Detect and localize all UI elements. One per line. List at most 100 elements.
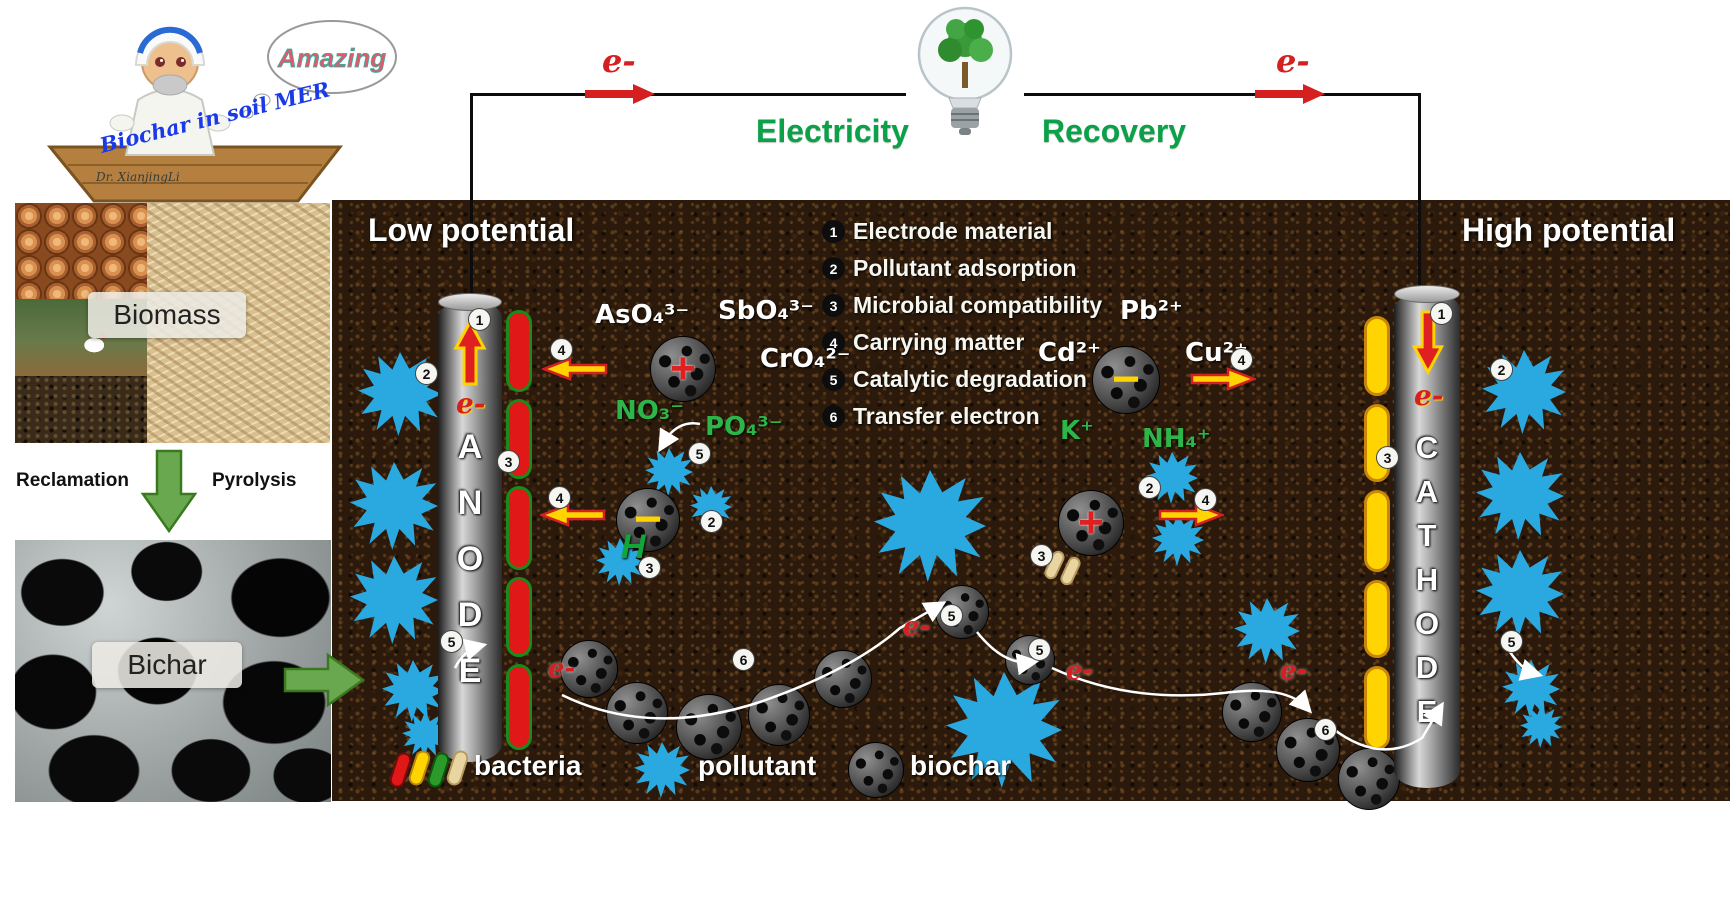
cathode-letter: T (1417, 518, 1437, 553)
cathode-letter: H (1415, 562, 1439, 597)
marker-badge: 4 (1230, 348, 1253, 371)
marker-badge: 5 (1028, 638, 1051, 661)
cathode-letter: O (1414, 606, 1440, 641)
ion-nh4: NH₄⁺ (1142, 424, 1211, 454)
cathode-letter: C (1415, 430, 1439, 465)
key-item: 2 Pollutant adsorption (822, 255, 1102, 282)
signature-text: Dr. XianjingLi (95, 170, 180, 184)
key-number: 1 (822, 220, 845, 243)
biochar-sphere (814, 650, 872, 708)
key-item: 6 Transfer electron (822, 403, 1102, 430)
minus-charge: − (633, 493, 663, 546)
key-label: Microbial compatibility (853, 292, 1103, 318)
ion-cd: Cd²⁺ (1038, 338, 1101, 368)
key-number: 5 (822, 368, 845, 391)
ion-pb: Pb²⁺ (1120, 296, 1183, 326)
plus-charge: + (1078, 498, 1104, 547)
anode-letter: E (458, 652, 482, 690)
electron-flow-arrow-right (1255, 84, 1325, 104)
minus-charge: − (1111, 353, 1141, 406)
lightbulb-tree-icon (917, 6, 1013, 135)
marker-badge: 1 (1430, 302, 1453, 325)
bacteria-rod (1364, 316, 1390, 396)
cathode-letter: D (1415, 650, 1439, 685)
key-item: 3 Microbial compatibility (822, 292, 1102, 319)
compost-photo (15, 375, 148, 443)
electron-flow-arrow-left (585, 84, 655, 104)
catalysis-arrow (658, 422, 701, 453)
electron-transfer-path (453, 601, 1544, 751)
bacteria-rod (506, 399, 532, 479)
marker-badge: 3 (497, 450, 520, 473)
scientist-boat-illustration: Amazing Biochar in soil MER Dr. Xianjing… (46, 20, 397, 203)
carrier-arrow-right (1190, 367, 1256, 391)
biochar-label: Bichar (92, 642, 242, 688)
key-number: 6 (822, 405, 845, 428)
biochar-carrier-negative: − H (616, 488, 680, 566)
path-electron-label: e- (903, 612, 931, 642)
anode-electron-up-arrow (453, 318, 487, 386)
electron-label-right: e- (1276, 42, 1310, 80)
legend-pollutant-label: pollutant (698, 750, 817, 781)
electricity-label: Electricity (756, 113, 909, 149)
biochar-sphere (676, 694, 742, 760)
numbered-key: 1 Electrode material 2 Pollutant adsorpt… (822, 218, 1102, 430)
high-potential-label: High potential (1462, 212, 1676, 248)
marker-badge: 3 (638, 556, 661, 579)
biochar-into-soil-arrow (283, 652, 366, 708)
marker-badge: 3 (1376, 446, 1399, 469)
anode-letter: N (457, 484, 483, 522)
anode-letter: D (457, 596, 483, 634)
anode-letter: A (457, 428, 483, 466)
path-electron-label: e- (1066, 656, 1094, 686)
marker-badge: 6 (1314, 718, 1337, 741)
marker-badge: 2 (1490, 358, 1513, 381)
biochar-carrier-positive: + (1058, 490, 1124, 556)
key-label: Catalytic degradation (853, 366, 1087, 392)
marker-badge: 1 (468, 308, 491, 331)
legend-biochar-label: biochar (910, 750, 1012, 781)
marker-badge: 4 (548, 486, 571, 509)
key-number: 2 (822, 257, 845, 280)
anode-letter: O (456, 540, 484, 578)
path-electron-label: e- (1280, 656, 1308, 686)
key-label: Transfer electron (853, 403, 1040, 429)
biochar-carrier-negative: − (1092, 346, 1160, 414)
thought-bubble-text: Amazing (277, 43, 386, 73)
ion-po4: PO₄³⁻ (705, 412, 783, 442)
cathode-electron-label: e- (1414, 379, 1444, 412)
legend-bacteria-label: bacteria (474, 750, 582, 781)
ion-cro4: CrO₄²⁻ (760, 344, 851, 374)
cathode-bacteria-column (1364, 316, 1390, 750)
marker-badge: 5 (1500, 630, 1523, 653)
marker-badge: 3 (1030, 544, 1053, 567)
key-item: 4 Carrying matter (822, 329, 1102, 356)
pyrolysis-down-arrow (140, 449, 198, 534)
carrier-arrow-left (542, 357, 608, 381)
bacteria-rod (506, 310, 532, 392)
wire-right-horizontal (1024, 93, 1420, 96)
logs-photo (15, 203, 148, 299)
bacteria-rod (506, 664, 532, 750)
marker-badge: 4 (550, 338, 573, 361)
ion-no3: NO₃⁻ (615, 396, 684, 426)
legend-biochar-sphere (848, 742, 904, 798)
bacteria-rod (1364, 490, 1390, 572)
bacteria-rod (506, 577, 532, 657)
wire-left-horizontal (473, 93, 906, 96)
cathode-letter: A (1415, 474, 1439, 509)
marker-badge: 5 (688, 442, 711, 465)
wire-right-vertical (1418, 93, 1421, 302)
marker-badge: 2 (1138, 476, 1161, 499)
key-number: 4 (822, 331, 845, 354)
key-label: Electrode material (853, 218, 1053, 244)
biochar-carrier-positive: + (650, 336, 716, 402)
key-label: Pollutant adsorption (853, 255, 1077, 281)
marker-badge: 5 (440, 630, 463, 653)
marker-badge: 6 (732, 648, 755, 671)
plus-charge: + (670, 344, 696, 393)
low-potential-label: Low potential (368, 212, 575, 248)
key-item: 1 Electrode material (822, 218, 1102, 245)
marker-badge: 2 (415, 362, 438, 385)
